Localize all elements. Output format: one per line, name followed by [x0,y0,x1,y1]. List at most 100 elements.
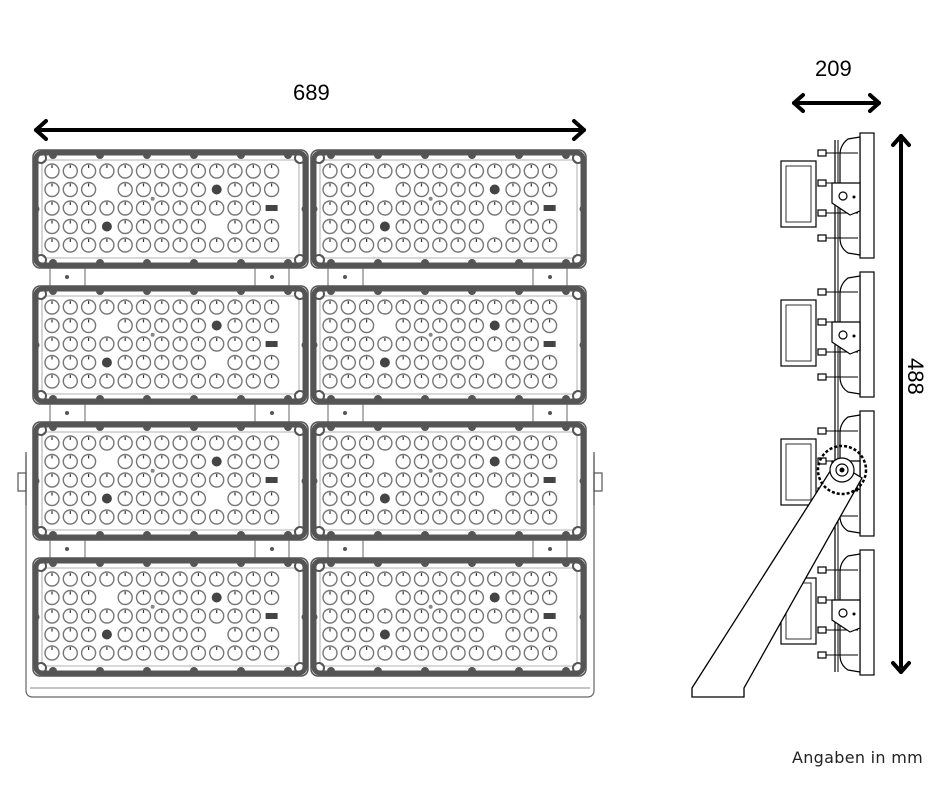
led [340,218,356,235]
led [172,200,188,216]
led [117,509,133,525]
led [208,571,225,587]
led [523,373,539,389]
corner-screw-icon [572,254,584,266]
led [413,218,430,235]
screw-icon [374,287,382,295]
screw-icon [237,531,245,539]
corner-screw-icon [35,526,47,538]
led [190,509,207,525]
led [358,336,375,352]
led [450,645,466,661]
led [413,237,430,253]
led [263,490,280,507]
mounting-arm [691,461,863,698]
led [245,354,262,371]
led [245,163,262,179]
led [245,608,262,624]
led [322,490,338,507]
led [450,435,466,451]
screw-icon [562,287,570,295]
led [340,299,356,315]
led [322,626,338,643]
screw-icon [284,287,292,295]
corner-screw-icon [294,288,306,300]
led [117,373,133,389]
led [413,589,430,606]
led [227,317,243,334]
led [263,571,280,587]
led [80,645,97,661]
label-tag [265,477,278,483]
led [358,237,375,253]
strip-dot [548,547,552,551]
led [135,645,152,661]
led [340,181,356,198]
screw-icon [49,395,57,403]
led [245,435,262,451]
led [245,626,262,643]
led [62,200,79,216]
led [263,509,280,525]
led [62,626,79,643]
led [172,626,188,643]
side-screw-icon [301,205,309,213]
led [541,453,558,470]
led [263,373,280,389]
bolt-icon [817,288,827,296]
screw-icon [49,287,57,295]
led [227,435,243,451]
side-screw-icon [32,477,40,485]
sensor-dot [211,592,222,603]
screw-icon [421,531,429,539]
screw-icon [562,423,570,431]
led [154,317,170,334]
led [208,509,225,525]
side-screw-icon [310,341,318,349]
led [62,589,79,606]
strip-dot [548,275,552,279]
led [117,218,133,235]
led [468,453,485,470]
side-screw-icon [579,341,587,349]
hinge-bolt-icon [838,330,848,340]
screw-icon [143,287,151,295]
led [541,589,558,606]
screw-icon [143,259,151,267]
led [154,237,170,253]
led [358,453,375,470]
led [245,571,262,587]
corner-screw-icon [572,662,584,674]
connector-strip [327,404,568,422]
led [413,472,430,488]
screw-icon [49,667,57,675]
led [505,200,521,216]
screw-icon [515,287,523,295]
screw-icon [327,151,335,159]
led [154,373,170,389]
screw-icon [468,287,476,295]
led [395,589,411,606]
screw-icon [515,151,523,159]
led [172,472,188,488]
screw-icon [374,151,382,159]
led [505,571,521,587]
led [245,645,262,661]
led [80,218,97,235]
led [44,336,60,352]
led [468,472,485,488]
led [358,472,375,488]
screw-icon [237,287,245,295]
led [44,435,60,451]
led [432,336,448,352]
led [190,336,207,352]
led [62,354,79,371]
led [172,317,188,334]
corner-screw-icon [572,560,584,572]
side-module [780,132,875,259]
led [117,163,133,179]
led [468,354,485,371]
led [450,336,466,352]
led [322,317,338,334]
led [62,608,79,624]
